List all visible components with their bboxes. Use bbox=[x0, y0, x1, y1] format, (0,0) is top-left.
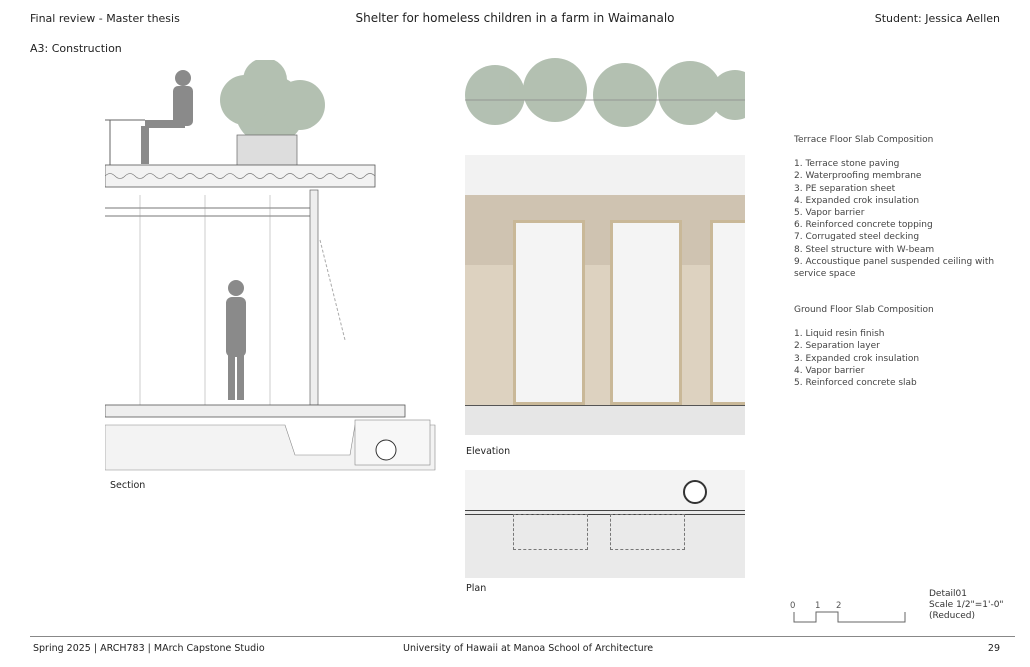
list-item: service space bbox=[794, 269, 856, 280]
section-label: Section bbox=[110, 480, 146, 491]
list-item: 5. Vapor barrier bbox=[794, 208, 865, 219]
ground-slab-notes: Ground Floor Slab Composition 1. Liquid … bbox=[794, 304, 934, 389]
standing-person bbox=[226, 280, 246, 400]
header-left: Final review - Master thesis bbox=[30, 12, 180, 25]
elevation-label: Elevation bbox=[466, 446, 511, 457]
terrace-title: Terrace Floor Slab Composition bbox=[794, 135, 934, 145]
ground-title: Ground Floor Slab Composition bbox=[794, 305, 934, 315]
list-item: 5. Reinforced concrete slab bbox=[794, 378, 917, 389]
list-item: 4. Vapor barrier bbox=[794, 365, 865, 376]
elevation-drawing bbox=[465, 55, 745, 435]
list-item: 7. Corrugated steel decking bbox=[794, 232, 920, 243]
seated-person bbox=[141, 70, 193, 164]
section-drawing bbox=[105, 60, 436, 471]
scale-tick-0: 0 bbox=[790, 601, 796, 611]
list-item: 4. Expanded crok insulation bbox=[794, 195, 920, 206]
detail-id: Detail01 bbox=[929, 589, 967, 599]
footer-center: University of Hawaii at Manoa School of … bbox=[403, 643, 654, 654]
scale-tick-1: 1 bbox=[815, 601, 821, 611]
list-item: 2. Separation layer bbox=[794, 341, 880, 352]
plant-foliage bbox=[220, 60, 325, 145]
list-item: 9. Accoustique panel suspended ceiling w… bbox=[794, 256, 995, 267]
terrace-slab-notes: Terrace Floor Slab Composition 1. Terrac… bbox=[794, 134, 994, 280]
scale-tick-2: 2 bbox=[836, 601, 842, 611]
list-item: 1. Liquid resin finish bbox=[794, 329, 885, 340]
list-item: 2. Waterproofing membrane bbox=[794, 171, 922, 182]
list-item: 3. PE separation sheet bbox=[794, 183, 896, 194]
plan-label: Plan bbox=[466, 583, 487, 594]
header-right: Student: Jessica Aellen bbox=[874, 12, 1000, 25]
list-item: 1. Terrace stone paving bbox=[794, 159, 900, 170]
list-item: 6. Reinforced concrete topping bbox=[794, 220, 933, 231]
page-number: 29 bbox=[987, 643, 1000, 654]
footer-divider bbox=[30, 636, 1015, 637]
scale-text: Scale 1/2"=1'-0" bbox=[929, 600, 1004, 610]
list-item: 3. Expanded crok insulation bbox=[794, 353, 920, 364]
scale-info: Detail01 Scale 1/2"=1'-0" (Reduced) bbox=[929, 589, 1004, 622]
header-title: Shelter for homeless children in a farm … bbox=[355, 11, 675, 25]
sheet-subtitle: A3: Construction bbox=[30, 42, 122, 55]
scale-reduced: (Reduced) bbox=[929, 611, 976, 621]
list-item: 8. Steel structure with W-beam bbox=[794, 244, 935, 255]
scale-bar bbox=[793, 611, 906, 623]
plan-drawing bbox=[465, 470, 745, 578]
footer-left: Spring 2025 | ARCH783 | MArch Capstone S… bbox=[33, 643, 265, 654]
